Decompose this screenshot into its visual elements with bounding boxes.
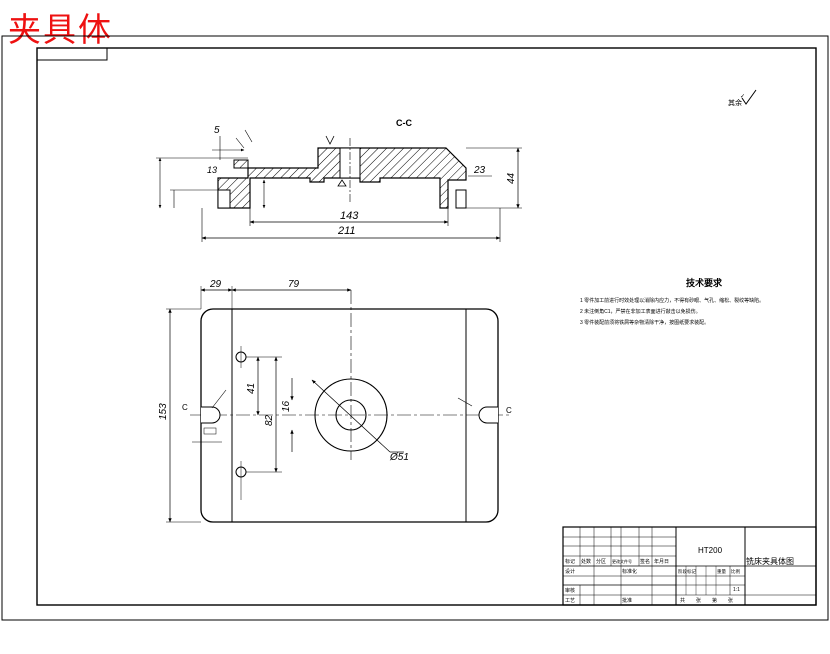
tech-req-item-2: 2 未注倒角C1，严禁在非加工表面进行敲击以免损伤。: [580, 308, 701, 315]
tb-count: 处数: [581, 558, 591, 565]
tb-scale: 1:1: [733, 587, 740, 593]
material-label: HT200: [698, 546, 723, 555]
boss-bore: [335, 399, 367, 431]
section-marker-right: C: [506, 406, 512, 415]
svg-text:其余: 其余: [728, 98, 742, 107]
left-slot: [217, 189, 231, 209]
dim-16: 16: [281, 400, 292, 412]
dim-5: 5: [214, 125, 220, 136]
dim-153: 153: [158, 403, 169, 420]
section-view: C-C 211 143 44 23 5 13: [156, 118, 522, 242]
section-marker-left: C: [182, 403, 188, 412]
dim-44: 44: [506, 172, 517, 184]
tb-scale-label: 比例: [731, 568, 740, 575]
svg-text:✓: ✓: [740, 94, 745, 100]
plan-view: C C 29 79 153 41 82 16 Ø51: [158, 279, 512, 523]
title-block: HT200 铣床夹具体图 标记 处数 分区 更改文件号 签名 年月日 设计 标准…: [562, 526, 817, 606]
right-slot: [455, 189, 467, 209]
tech-requirements: 技术要求 1 零件加工前进行时效处理以消除内应力，不得有砂眼、气孔、缩松、裂纹等…: [580, 277, 764, 326]
tb-no: 第: [712, 597, 717, 604]
inner-frame: [36, 47, 817, 606]
dim-79: 79: [288, 279, 300, 290]
stamp-title: 夹具体: [8, 10, 113, 49]
roughness-note: 其余 ✓: [728, 89, 757, 107]
boss-outer: [314, 378, 388, 452]
dim-82: 82: [264, 414, 275, 426]
tb-standardize: 标准化: [622, 568, 637, 575]
tech-req-heading: 技术要求: [686, 277, 723, 288]
section-label: C-C: [396, 118, 412, 128]
tb-design: 设计: [565, 568, 575, 575]
tb-approve: 批准: [622, 597, 632, 604]
drawing-title: 铣床夹具体图: [746, 556, 794, 566]
dim-143: 143: [340, 210, 359, 222]
tb-process: 工艺: [565, 598, 575, 604]
tech-req-item-3: 3 零件装配前须将铁屑等杂物清除干净，按图纸要求装配。: [580, 319, 709, 326]
code-box: [36, 47, 108, 61]
tb-review: 审核: [565, 587, 575, 594]
tb-weight: 重量: [717, 568, 726, 575]
dim-211: 211: [337, 225, 356, 237]
left-step: [233, 159, 249, 169]
tb-total: 共: [680, 597, 685, 604]
tech-req-item-1: 1 零件加工前进行时效处理以消除内应力，不得有砂眼、气孔、缩松、裂纹等缺陷。: [580, 297, 764, 304]
dim-23: 23: [473, 165, 486, 176]
dim-41: 41: [246, 383, 257, 394]
tb-mark: 标记: [565, 558, 575, 565]
plate-outline: [200, 308, 499, 523]
outer-border: [1, 35, 829, 621]
slot-right: [478, 406, 498, 424]
tb-zone: 分区: [596, 558, 606, 565]
tb-sheets-1: 张: [696, 597, 701, 604]
tb-change-doc: 更改文件号: [612, 558, 632, 564]
tb-stage: 阶段标记: [678, 568, 696, 575]
dim-13: 13: [207, 165, 217, 175]
slot-left: [201, 406, 221, 424]
tb-date: 年月日: [654, 558, 669, 565]
dim-29: 29: [209, 279, 222, 290]
tb-sheets-2: 张: [728, 597, 733, 604]
tb-sign: 签名: [640, 558, 650, 565]
dim-phi51: Ø51: [389, 452, 409, 463]
